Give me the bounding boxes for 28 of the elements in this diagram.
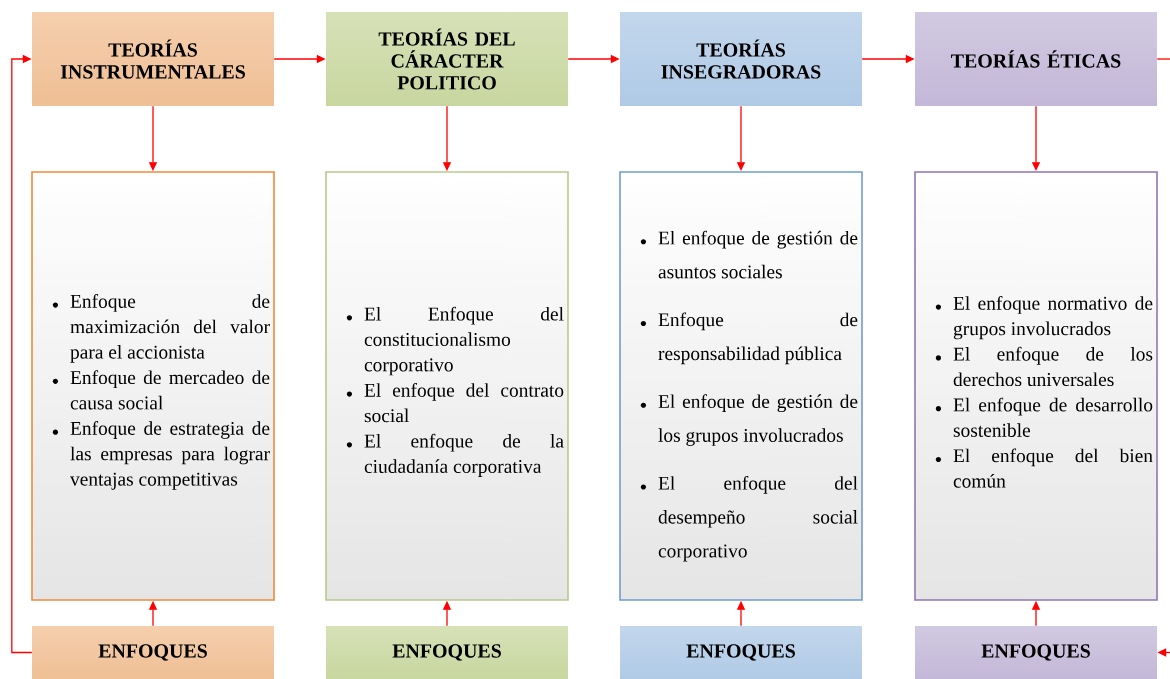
approach-box: ENFOQUES xyxy=(915,626,1157,679)
list-item: Enfoque de estrategia de las empresas para lograr ventajas competitivas xyxy=(70,421,270,490)
list-item: El Enfoque del constitucionalismo corporativo xyxy=(364,306,564,376)
approach-box: ENFOQUES xyxy=(620,626,862,679)
list-item: El enfoque de los derechos universales xyxy=(953,346,1153,387)
connector xyxy=(1156,58,1170,60)
header-box: TEORÍAS ÉTICAS xyxy=(915,12,1157,106)
list-item: El enfoque de gestión de los grupos involucrados xyxy=(658,394,858,446)
list-box xyxy=(914,171,1158,601)
approach-box: ENFOQUES xyxy=(326,626,568,679)
list-item: El enfoque de gestión de asuntos sociales xyxy=(658,230,858,279)
list-item: El enfoque de la ciudadanía corporativa xyxy=(364,433,564,477)
header-box: TEORÍAS INSEGRADORAS xyxy=(620,12,862,106)
header-box: TEORÍAS DEL CÁRACTER POLITICO xyxy=(326,12,568,106)
list-item: El enfoque del bien común xyxy=(953,448,1153,488)
list-box xyxy=(619,171,863,601)
arrow xyxy=(11,54,33,654)
list-item: Enfoque de mercadeo de causa social xyxy=(70,370,270,410)
list-box xyxy=(325,171,569,601)
header-box: TEORÍAS INSTRUMENTALES xyxy=(32,12,274,106)
list-item: Enfoque de responsabilidad pública xyxy=(658,312,858,365)
list-item: El enfoque de desarrollo sostenible xyxy=(953,397,1153,437)
list-item: Enfoque de maximización del valor para el accionista xyxy=(70,294,270,363)
list-box xyxy=(31,171,275,601)
approach-box: ENFOQUES xyxy=(32,626,274,679)
list-item: El enfoque del contrato social xyxy=(364,382,564,423)
list-item: El enfoque del desempeño social corporativo xyxy=(658,475,858,562)
list-item: El enfoque normativo de grupos involucrados xyxy=(953,296,1153,340)
